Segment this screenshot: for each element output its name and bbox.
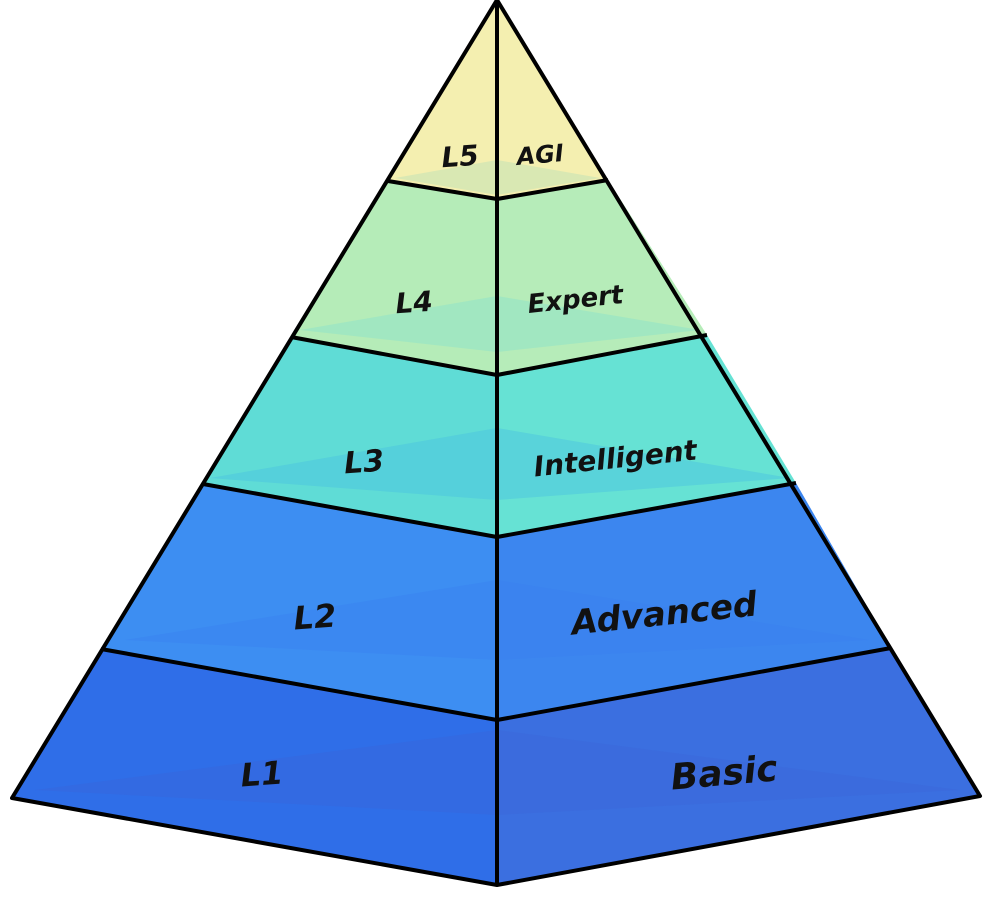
outline-divider-l3-l4 [290, 333, 708, 377]
level-l1-left-face [12, 649, 497, 885]
level-l4-code: L4 [394, 285, 434, 321]
level-l5-name: AGI [513, 139, 565, 171]
pyramid-level-l3: L3 Intelligent [203, 335, 796, 537]
level-l2-right-face [497, 483, 891, 720]
level-l2-left-face [101, 484, 497, 720]
outline-divider-l2-l3 [202, 481, 797, 539]
level-l4-band-shade [300, 296, 700, 352]
level-l5-left-face [388, 0, 497, 199]
level-l1-right-face [497, 648, 980, 885]
pyramid-level-l4: L4 Expert [291, 180, 707, 375]
outline-divider-l1-l2 [100, 646, 892, 722]
outline-divider-l4-l5 [387, 178, 609, 201]
level-l1-code: L1 [239, 754, 284, 795]
pyramid-outline [10, 0, 982, 887]
level-l1-name: Basic [669, 748, 779, 798]
level-l3-band-shade [210, 428, 790, 500]
level-l2-code: L2 [292, 597, 337, 638]
pyramid-level-l1: L1 Basic [12, 648, 980, 885]
level-l5-code: L5 [440, 139, 480, 175]
level-l3-code: L3 [343, 444, 385, 482]
level-l5-right-face [497, 0, 608, 199]
